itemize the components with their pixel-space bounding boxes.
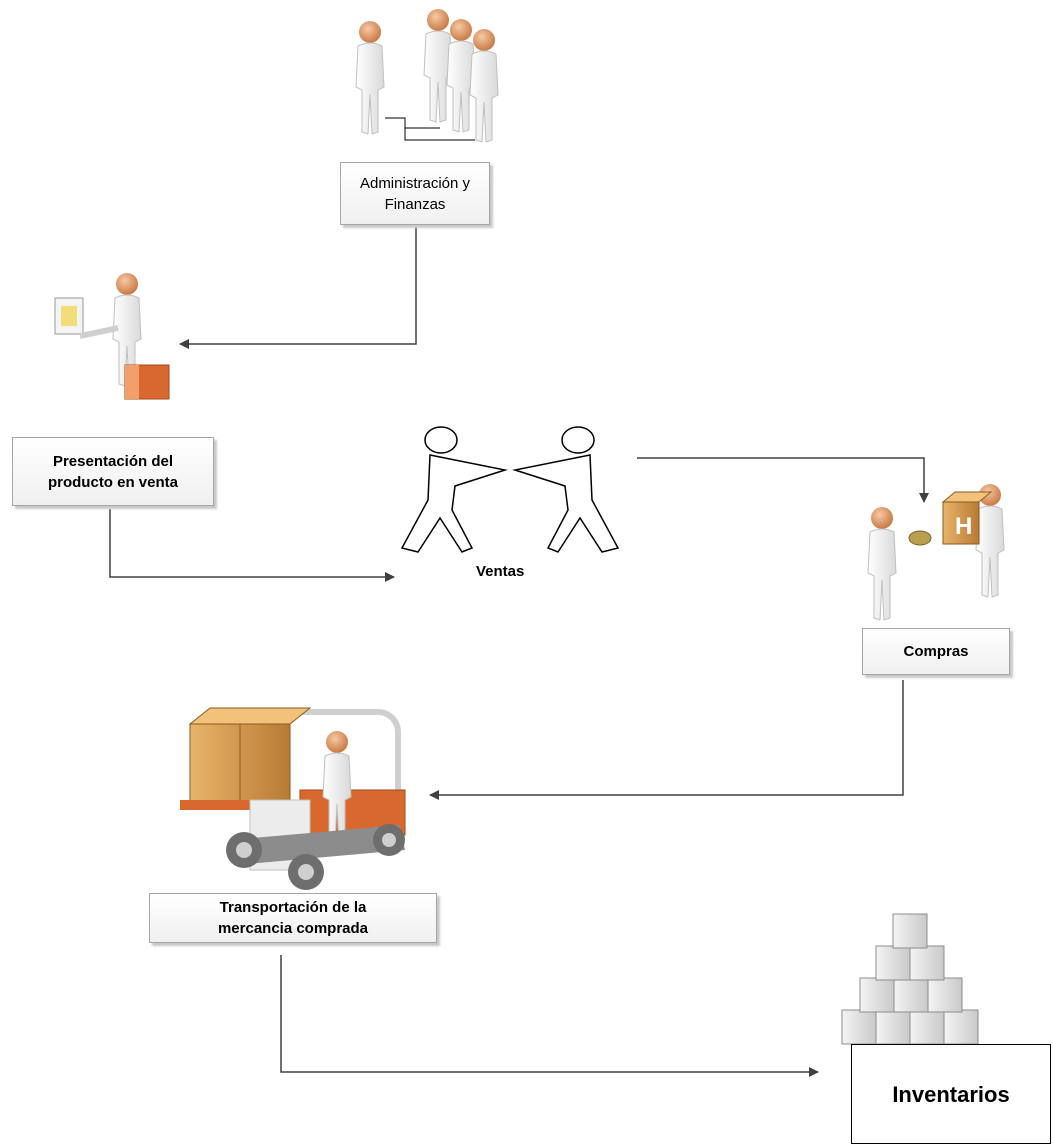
- node-admin-line2: Finanzas: [384, 195, 446, 213]
- node-inventarios-label: Inventarios: [892, 1081, 1010, 1107]
- node-presentacion-line1: Presentación del: [52, 452, 174, 470]
- arrow-transporte-to-inventarios: [280, 955, 819, 1077]
- arrow-admin-to-presentacion: [179, 227, 417, 349]
- node-transporte-line2: mercancia comprada: [217, 920, 369, 937]
- node-compras: Compras: [862, 628, 1010, 675]
- node-inventarios: Inventarios: [851, 1044, 1051, 1144]
- salesperson-icon: [54, 272, 170, 400]
- arrow-ventas-to-compras: [637, 457, 929, 503]
- node-admin-finanzas: Administración y Finanzas: [340, 162, 490, 225]
- node-transporte: Transportación de la mercancia comprada: [149, 893, 437, 943]
- node-compras-label: Compras: [903, 643, 969, 660]
- forklift-icon: [180, 707, 406, 890]
- node-admin-line1: Administración y: [359, 174, 471, 192]
- stacked-boxes-icon: [841, 913, 979, 1045]
- arrow-compras-to-transporte: [429, 680, 904, 800]
- handshake-people-icon: [400, 426, 620, 553]
- purchase-exchange-icon: H: [867, 483, 1005, 621]
- group-people-icon: [355, 8, 499, 143]
- node-presentacion-line2: producto en venta: [47, 473, 178, 491]
- connectors: [109, 227, 929, 1077]
- node-transporte-line1: Transportación de la: [219, 899, 367, 916]
- node-ventas-label: Ventas: [476, 563, 525, 580]
- node-presentacion: Presentación del producto en venta: [12, 437, 214, 506]
- svg-text:H: H: [955, 513, 972, 540]
- arrow-presentacion-to-ventas: [109, 509, 395, 582]
